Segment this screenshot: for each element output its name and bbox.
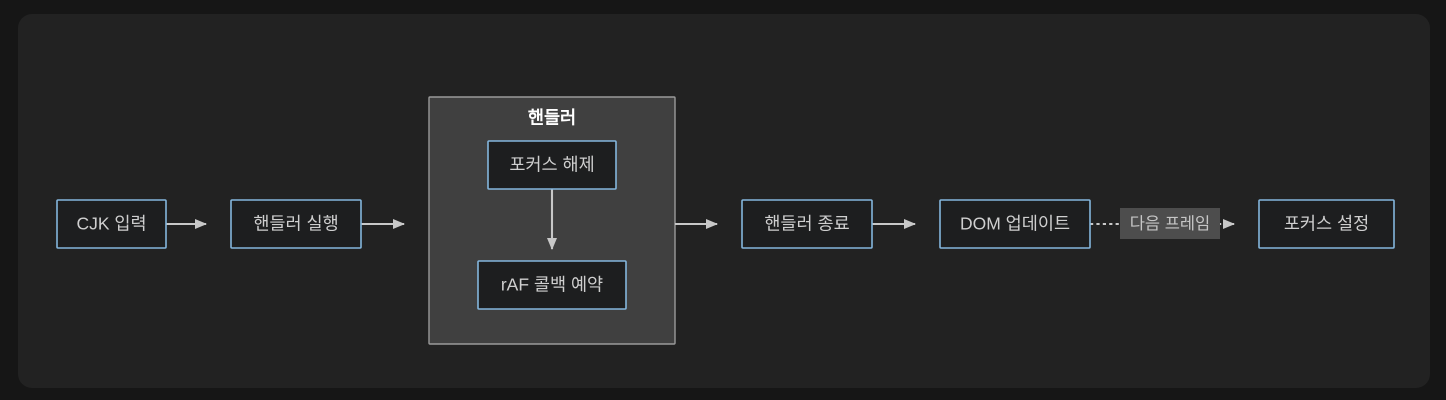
- cluster-handler-title: 핸들러: [528, 108, 576, 128]
- node-cjk-input-box[interactable]: [56, 199, 167, 249]
- node-cjk-input[interactable]: CJK 입력: [56, 199, 167, 249]
- node-dom-update-box[interactable]: [939, 199, 1091, 249]
- node-raf-schedule-label: rAF 콜백 예약: [501, 275, 603, 295]
- edge-label-next-frame: 다음 프레임: [1120, 208, 1220, 239]
- node-focus-blur-label: 포커스 해제: [509, 155, 594, 175]
- node-handler-end-box[interactable]: [741, 199, 873, 249]
- node-focus-set-box[interactable]: [1258, 199, 1395, 249]
- node-handler-end[interactable]: 핸들러 종료: [741, 199, 873, 249]
- node-dom-update[interactable]: DOM 업데이트: [939, 199, 1091, 249]
- edge-label-next-frame-text: 다음 프레임: [1130, 214, 1210, 233]
- node-focus-blur[interactable]: 포커스 해제: [487, 140, 617, 190]
- node-raf-schedule-box[interactable]: [477, 260, 627, 310]
- node-handler-run-box[interactable]: [230, 199, 362, 249]
- node-handler-end-label: 핸들러 종료: [764, 214, 849, 234]
- node-handler-run[interactable]: 핸들러 실행: [230, 199, 362, 249]
- node-focus-set-label: 포커스 설정: [1284, 214, 1369, 234]
- edge-label-next-frame-bg: [1120, 208, 1220, 239]
- node-raf-schedule[interactable]: rAF 콜백 예약: [477, 260, 627, 310]
- node-focus-blur-box[interactable]: [487, 140, 617, 190]
- node-focus-set[interactable]: 포커스 설정: [1258, 199, 1395, 249]
- node-handler-run-label: 핸들러 실행: [253, 214, 338, 234]
- node-dom-update-label: DOM 업데이트: [960, 214, 1070, 234]
- node-cjk-input-label: CJK 입력: [76, 214, 146, 234]
